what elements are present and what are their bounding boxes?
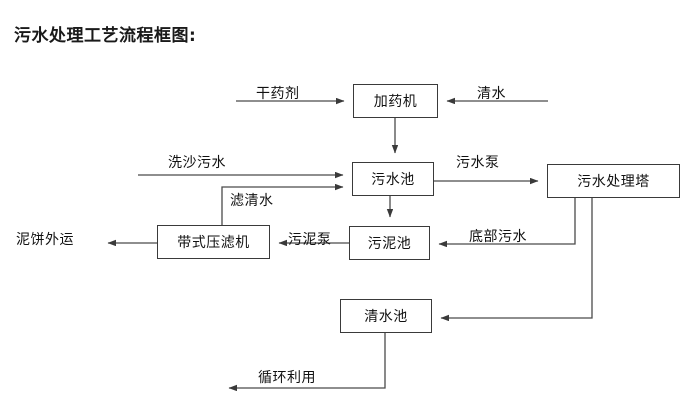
page-title: 污水处理工艺流程框图: bbox=[14, 26, 197, 46]
edge-tower-to-clean-water-pool bbox=[440, 198, 593, 322]
edge-label-sand-wash-water: 洗沙污水 bbox=[168, 155, 226, 171]
node-label: 污水处理塔 bbox=[577, 174, 650, 190]
edge-label-bottom-sewage: 底部污水 bbox=[469, 229, 527, 245]
edge-label-filtrate-water: 滤清水 bbox=[230, 193, 274, 209]
node-label: 清水池 bbox=[364, 309, 408, 325]
edge-label-dry-reagent: 干药剂 bbox=[256, 86, 300, 102]
edge-label-sewage-pump: 污水泵 bbox=[456, 155, 500, 171]
node-label: 加药机 bbox=[373, 94, 418, 110]
node-label: 带式压滤机 bbox=[177, 235, 250, 251]
edge-tower-to-sludge-pool bbox=[438, 198, 576, 248]
node-sewage-treatment-tower[interactable]: 污水处理塔 bbox=[547, 164, 680, 198]
node-belt-filter-press[interactable]: 带式压滤机 bbox=[157, 225, 270, 259]
edge-label-recycle-use: 循环利用 bbox=[258, 370, 316, 386]
node-sludge-pool[interactable]: 污泥池 bbox=[349, 226, 430, 260]
node-clean-water-pool[interactable]: 清水池 bbox=[340, 299, 432, 333]
node-sewage-pool[interactable]: 污水池 bbox=[352, 162, 434, 196]
edge-clean-water-pool-to-recycle bbox=[228, 333, 386, 392]
edge-filtrate-to-sewage-pool bbox=[221, 183, 344, 225]
edge-label-mud-cake-out: 泥饼外运 bbox=[16, 232, 74, 248]
node-label: 污泥池 bbox=[367, 236, 412, 252]
node-label: 污水池 bbox=[371, 172, 415, 188]
edge-label-sludge-pump: 污泥泵 bbox=[288, 232, 332, 248]
edge-label-clean-water-in: 清水 bbox=[477, 86, 506, 102]
node-dosing-machine[interactable]: 加药机 bbox=[353, 84, 438, 118]
